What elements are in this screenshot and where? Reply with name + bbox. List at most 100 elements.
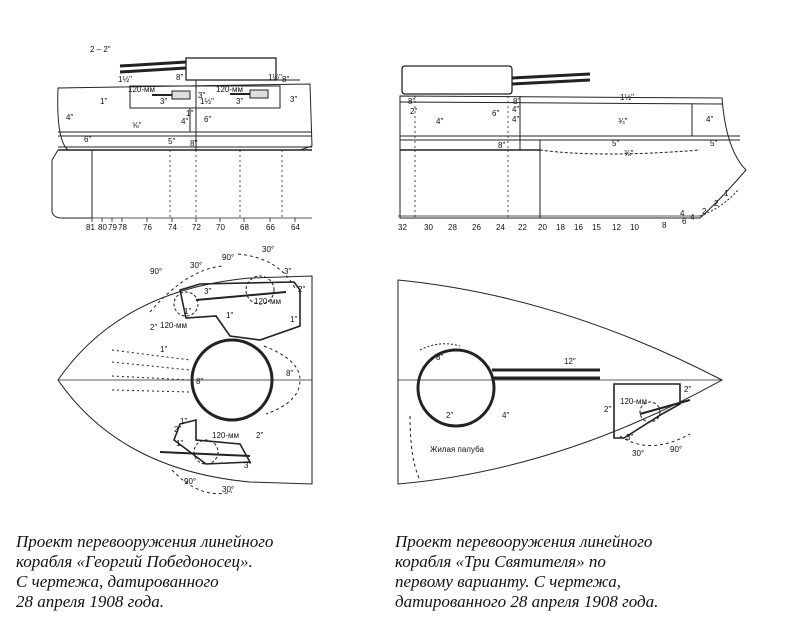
svg-text:78: 78 bbox=[118, 223, 127, 232]
hull-outline bbox=[57, 83, 313, 151]
svg-text:28: 28 bbox=[448, 223, 457, 232]
svg-text:5": 5" bbox=[612, 139, 619, 148]
svg-text:1": 1" bbox=[100, 97, 107, 106]
svg-text:4": 4" bbox=[706, 115, 713, 124]
deck-label: Жилая палуба bbox=[430, 445, 484, 454]
svg-text:64: 64 bbox=[291, 223, 300, 232]
svg-text:1": 1" bbox=[184, 307, 191, 316]
svg-text:1": 1" bbox=[186, 109, 193, 118]
svg-text:26: 26 bbox=[472, 223, 481, 232]
svg-text:120-мм: 120-мм bbox=[212, 431, 239, 440]
svg-text:90°: 90° bbox=[150, 267, 162, 276]
svg-text:2": 2" bbox=[446, 411, 453, 420]
svg-text:16: 16 bbox=[574, 223, 583, 232]
svg-text:4": 4" bbox=[181, 117, 188, 126]
svg-text:3": 3" bbox=[198, 91, 205, 100]
stem-lower bbox=[51, 149, 93, 219]
plan-georgiy bbox=[57, 253, 313, 495]
svg-text:¾": ¾" bbox=[618, 117, 628, 126]
svg-text:2: 2 bbox=[714, 199, 719, 208]
svg-text:30°: 30° bbox=[632, 449, 644, 458]
svg-text:30: 30 bbox=[424, 223, 433, 232]
svg-text:3": 3" bbox=[290, 95, 297, 104]
svg-text:2": 2" bbox=[174, 425, 181, 434]
gun-count-label: 2 – 2" bbox=[90, 45, 111, 54]
caption-left: Проект перевооружения линейного корабля … bbox=[16, 532, 274, 611]
svg-text:1½": 1½" bbox=[268, 73, 282, 82]
svg-text:1": 1" bbox=[226, 311, 233, 320]
svg-text:2": 2" bbox=[298, 285, 305, 294]
turret-ring bbox=[416, 348, 496, 428]
svg-text:2": 2" bbox=[150, 323, 157, 332]
svg-text:3": 3" bbox=[236, 97, 243, 106]
plan-tri-sviatitelia bbox=[397, 279, 724, 485]
drawing2-labels: 8" 2" 6" 4" 4" 8" 1½" 4" ¾" 4" 5" ⅜" 5" … bbox=[398, 93, 729, 232]
svg-text:8": 8" bbox=[408, 97, 415, 106]
svg-text:2: 2 bbox=[702, 207, 707, 216]
svg-text:6": 6" bbox=[204, 115, 211, 124]
svg-text:120-мм: 120-мм bbox=[160, 321, 187, 330]
drawing4-labels: 8" 12" 2" 4" 120-мм 2" 2" 3" 30° 90° Жил… bbox=[430, 353, 691, 458]
svg-text:2": 2" bbox=[684, 385, 691, 394]
turret-12in bbox=[401, 65, 513, 95]
svg-text:8": 8" bbox=[282, 75, 289, 84]
svg-text:3": 3" bbox=[204, 287, 211, 296]
svg-text:2": 2" bbox=[256, 431, 263, 440]
svg-text:66: 66 bbox=[266, 223, 275, 232]
svg-text:⅝": ⅝" bbox=[132, 121, 142, 130]
svg-text:120-мм: 120-мм bbox=[620, 397, 647, 406]
svg-text:1½": 1½" bbox=[118, 75, 132, 84]
svg-text:68: 68 bbox=[240, 223, 249, 232]
svg-text:5": 5" bbox=[168, 137, 175, 146]
svg-text:3": 3" bbox=[284, 267, 291, 276]
svg-text:8: 8 bbox=[662, 221, 667, 230]
svg-text:2": 2" bbox=[604, 405, 611, 414]
svg-text:10: 10 bbox=[630, 223, 639, 232]
svg-text:1: 1 bbox=[724, 189, 729, 198]
svg-text:3": 3" bbox=[160, 97, 167, 106]
svg-text:8": 8" bbox=[513, 97, 520, 106]
svg-text:1½": 1½" bbox=[620, 93, 634, 102]
svg-text:4: 4 bbox=[690, 213, 695, 222]
svg-text:30°: 30° bbox=[190, 261, 202, 270]
svg-text:70: 70 bbox=[216, 223, 225, 232]
svg-text:1": 1" bbox=[180, 417, 187, 426]
side-elevation-georgiy bbox=[51, 57, 313, 222]
svg-text:90°: 90° bbox=[184, 477, 196, 486]
side-elevation-tri-sviatitelia bbox=[398, 65, 747, 219]
svg-text:3": 3" bbox=[244, 461, 251, 470]
svg-text:8": 8" bbox=[498, 141, 505, 150]
svg-text:12": 12" bbox=[564, 357, 576, 366]
svg-text:32: 32 bbox=[398, 223, 407, 232]
svg-text:74: 74 bbox=[168, 223, 177, 232]
svg-text:80: 80 bbox=[98, 223, 107, 232]
caption-right: Проект перевооружения линейного корабля … bbox=[395, 532, 659, 611]
svg-text:3": 3" bbox=[626, 433, 633, 442]
hull-outline bbox=[399, 95, 747, 219]
svg-text:⅜": ⅜" bbox=[624, 149, 634, 158]
svg-text:18: 18 bbox=[556, 223, 565, 232]
svg-text:24: 24 bbox=[496, 223, 505, 232]
svg-text:5": 5" bbox=[710, 139, 717, 148]
svg-text:2": 2" bbox=[410, 107, 417, 116]
svg-text:120-мм: 120-мм bbox=[254, 297, 281, 306]
drawing3-labels: 90° 30° 90° 30° 3" 3" 2" 1" 120-мм 120-м… bbox=[150, 245, 305, 494]
svg-text:8": 8" bbox=[286, 369, 293, 378]
svg-text:8": 8" bbox=[196, 377, 203, 386]
svg-text:4": 4" bbox=[512, 105, 519, 114]
svg-text:1": 1" bbox=[290, 315, 297, 324]
svg-text:8": 8" bbox=[436, 353, 443, 362]
svg-text:90°: 90° bbox=[222, 253, 234, 262]
svg-text:4": 4" bbox=[502, 411, 509, 420]
svg-text:4": 4" bbox=[436, 117, 443, 126]
svg-text:4": 4" bbox=[512, 115, 519, 124]
svg-text:1": 1" bbox=[176, 439, 183, 448]
turret-casemate bbox=[185, 57, 277, 81]
svg-text:4: 4 bbox=[680, 209, 685, 218]
svg-text:76: 76 bbox=[143, 223, 152, 232]
svg-text:6: 6 bbox=[682, 217, 687, 226]
svg-text:120-мм: 120-мм bbox=[128, 85, 155, 94]
svg-text:20: 20 bbox=[538, 223, 547, 232]
svg-text:79: 79 bbox=[108, 223, 117, 232]
